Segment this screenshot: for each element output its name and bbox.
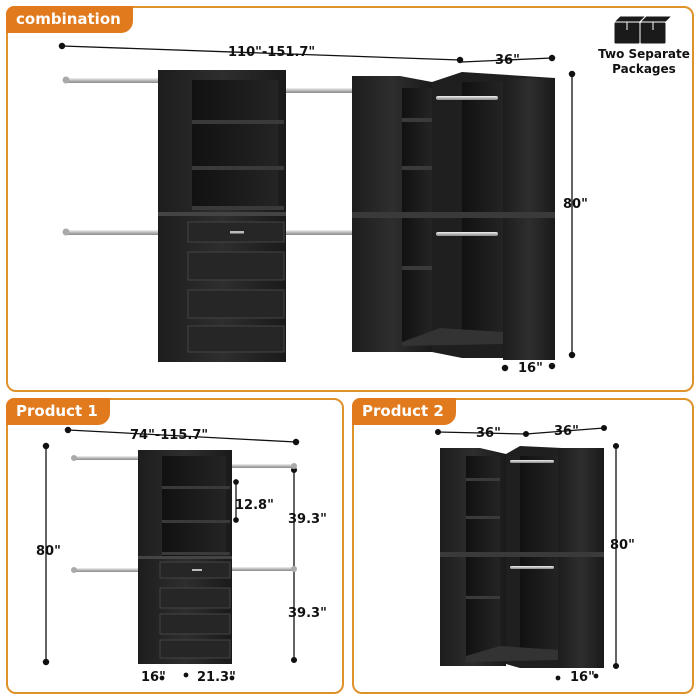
p2-height-label: 80" xyxy=(610,538,635,553)
p1-shelf-gap-dim-line xyxy=(233,479,239,523)
combination-panel: combination xyxy=(6,6,694,392)
p1-tower-unit xyxy=(138,450,232,664)
packages-label-line1: Two Separate xyxy=(598,47,690,61)
two-boxes-icon xyxy=(612,15,674,45)
combination-tag: combination xyxy=(6,6,133,33)
combo-height-label: 80" xyxy=(563,197,588,212)
p2-width-right-label: 36" xyxy=(554,424,579,439)
combo-width-dim-line xyxy=(58,42,464,64)
combo-corner-dim-line xyxy=(461,54,556,63)
p2-height-dim-line xyxy=(612,442,620,670)
p2-corner-unit xyxy=(440,446,604,668)
packages-label: Two Separate Packages xyxy=(596,47,692,77)
p2-depth-dim-dots xyxy=(555,673,599,681)
combo-tower-unit xyxy=(158,70,286,362)
p1-depth-label: 16" xyxy=(141,670,166,685)
packages-label-line2: Packages xyxy=(612,62,676,76)
combo-width-label: 110"-151.7" xyxy=(228,45,316,60)
p2-width-right-dim-line xyxy=(525,424,608,435)
combo-corner-unit xyxy=(352,72,555,360)
product1-tag: Product 1 xyxy=(6,398,110,425)
p2-width-left-label: 36" xyxy=(476,426,501,441)
combo-depth-dim-line xyxy=(501,362,556,372)
p1-height-label: 80" xyxy=(36,544,61,559)
p2-depth-label: 16" xyxy=(570,670,595,685)
p1-lower-section-label: 39.3" xyxy=(288,606,327,621)
p1-bottom-dim-dots xyxy=(159,672,235,681)
p1-width-label: 74"-115.7" xyxy=(130,428,209,443)
p1-upper-section-label: 39.3" xyxy=(288,512,327,527)
p1-lower-dim-line xyxy=(290,570,298,664)
p1-unit-width-label: 21.3" xyxy=(197,670,236,685)
combo-height-dim-line xyxy=(568,70,576,359)
combo-depth-label: 16" xyxy=(518,361,543,376)
p1-height-dim-line xyxy=(42,442,50,666)
p1-shelf-gap-label: 12.8" xyxy=(235,498,274,513)
p1-width-dim-line xyxy=(64,426,300,446)
combo-corner-width-label: 36" xyxy=(495,53,520,68)
product2-tag: Product 2 xyxy=(352,398,456,425)
